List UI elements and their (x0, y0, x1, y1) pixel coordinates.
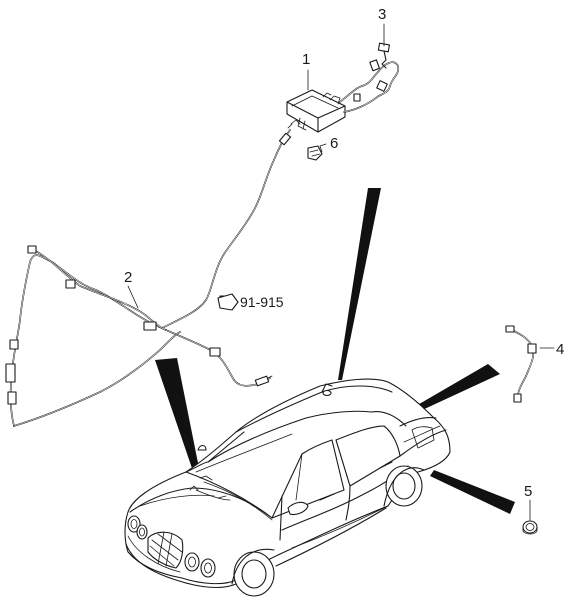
leader-6 (319, 143, 327, 153)
wedge-rear (402, 364, 500, 418)
part-6-grommet (307, 145, 323, 161)
antenna-cable-harness (5, 129, 292, 427)
reference-number: 91-915 (240, 294, 284, 310)
label-part-1: 1 (302, 51, 310, 68)
ref-connector-icon (217, 293, 239, 311)
wedge-front (155, 358, 201, 480)
label-part-4: 4 (556, 341, 564, 358)
label-part-6: 6 (330, 135, 338, 152)
antenna-amplifier (286, 89, 346, 133)
label-part-3: 3 (378, 6, 386, 23)
leader-2 (127, 285, 139, 309)
label-part-5: 5 (524, 483, 532, 500)
part-5-grommet (522, 520, 538, 535)
wedge-bumper (430, 470, 515, 514)
wedge-roof (338, 188, 381, 380)
part-4-rear-cable (505, 325, 537, 403)
label-part-2: 2 (124, 269, 132, 286)
harness-part-3 (339, 42, 400, 113)
car-illustration (124, 378, 451, 597)
location-wedges (155, 188, 515, 514)
